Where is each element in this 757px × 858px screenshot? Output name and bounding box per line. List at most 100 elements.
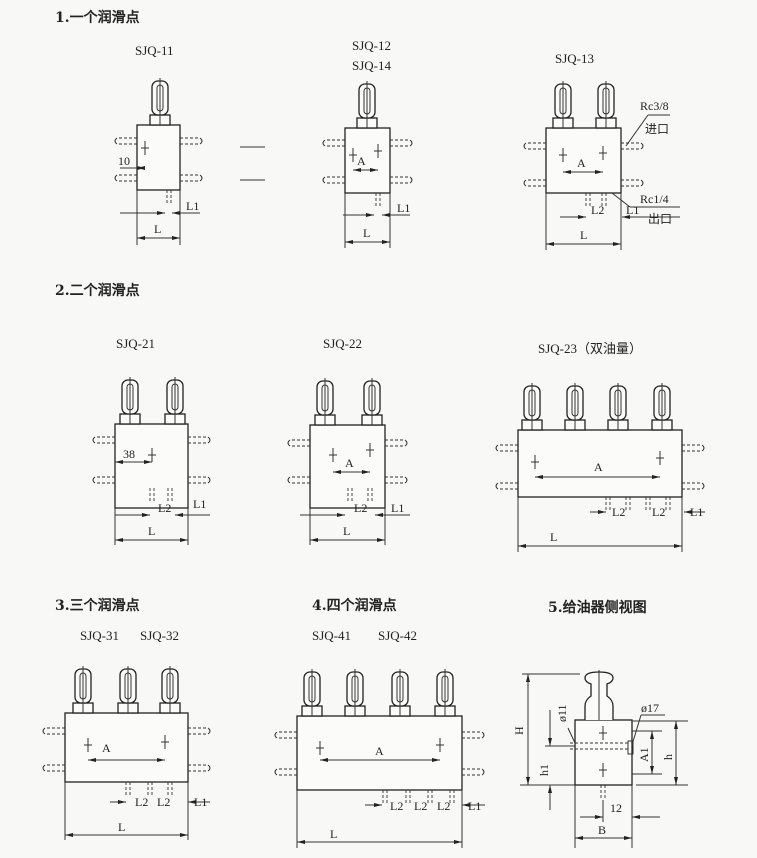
section-title-4: 4.四个润滑点 bbox=[312, 597, 397, 614]
port-end bbox=[495, 482, 499, 490]
dim-B: B bbox=[598, 823, 606, 837]
dim-L: L bbox=[148, 524, 155, 538]
arrowhead bbox=[526, 674, 530, 682]
distributor-body bbox=[545, 127, 622, 194]
arrowhead bbox=[624, 836, 632, 840]
callout-outlet-thread: Rc1/4 bbox=[640, 192, 669, 206]
model-label-sjq23: SJQ-23（双油量） bbox=[538, 341, 642, 356]
port-end bbox=[701, 444, 705, 452]
inlet-fitting bbox=[627, 740, 634, 755]
arrowhead bbox=[578, 215, 586, 219]
arrowhead bbox=[462, 803, 470, 807]
arrowhead bbox=[172, 236, 180, 240]
arrowhead bbox=[137, 236, 145, 240]
port-end bbox=[42, 727, 46, 735]
arrowhead bbox=[188, 800, 196, 804]
distributor-body bbox=[114, 423, 189, 509]
arrowhead bbox=[180, 538, 188, 542]
arrowhead bbox=[632, 815, 640, 819]
arrowhead bbox=[598, 510, 606, 514]
dim-L2: L2 bbox=[158, 501, 171, 515]
port-end bbox=[495, 444, 499, 452]
leader-line bbox=[631, 714, 642, 746]
dim-A: A bbox=[594, 460, 603, 474]
distributor-body bbox=[64, 712, 189, 783]
port-end bbox=[523, 179, 527, 187]
dim-L1: L1 bbox=[194, 795, 207, 809]
port-end bbox=[274, 731, 278, 739]
arrowhead bbox=[115, 538, 123, 542]
dim-L1: L1 bbox=[690, 505, 703, 519]
port-end bbox=[640, 142, 644, 150]
arrowhead bbox=[674, 777, 678, 785]
port-end bbox=[207, 764, 211, 772]
arrowhead bbox=[575, 836, 583, 840]
port-end bbox=[409, 139, 413, 147]
model-label-sjq12: SJQ-12 bbox=[352, 38, 391, 53]
port-end bbox=[481, 768, 485, 776]
model-label-sjq11: SJQ-11 bbox=[135, 43, 174, 58]
arrowhead bbox=[333, 470, 341, 474]
port-end bbox=[523, 142, 527, 150]
arrowhead bbox=[175, 513, 183, 517]
dim-L1: L1 bbox=[193, 497, 206, 511]
arrowhead bbox=[674, 721, 678, 729]
dim-L1: L1 bbox=[391, 501, 404, 515]
dim-12: 12 bbox=[610, 801, 622, 815]
arrowhead bbox=[374, 803, 382, 807]
arrowhead bbox=[366, 213, 374, 217]
dim-A: A bbox=[577, 156, 586, 170]
port-end bbox=[640, 179, 644, 187]
dim-h: h bbox=[661, 754, 675, 760]
distributor-body bbox=[517, 429, 683, 498]
arrowhead bbox=[535, 475, 543, 479]
dim-L2: L2 bbox=[354, 501, 367, 515]
arrowhead bbox=[118, 800, 126, 804]
arrowhead bbox=[370, 168, 378, 172]
arrowhead bbox=[172, 211, 180, 215]
arrowhead bbox=[595, 170, 603, 174]
port-end bbox=[322, 139, 326, 147]
leader-line bbox=[567, 727, 576, 744]
dim-h1: h1 bbox=[537, 764, 551, 776]
section-title-3: 3.三个润滑点 bbox=[55, 597, 140, 614]
dim-L1: L1 bbox=[397, 201, 410, 215]
port-end bbox=[287, 476, 291, 484]
arrowhead bbox=[337, 513, 345, 517]
port-end bbox=[404, 439, 408, 447]
port-end bbox=[409, 176, 413, 184]
arrowhead bbox=[548, 738, 552, 746]
arrowhead bbox=[546, 242, 554, 246]
distributor-body bbox=[344, 127, 391, 194]
section-title-5: 5.给油器侧视图 bbox=[548, 599, 647, 616]
dim-L2: L2 bbox=[591, 203, 604, 217]
section-title-1: 1.一个润滑点 bbox=[55, 9, 140, 26]
dim-L1: L1 bbox=[468, 799, 481, 813]
dim-L: L bbox=[550, 530, 557, 544]
dim-L2: L2 bbox=[414, 799, 427, 813]
model-label-sjq41: SJQ-41 bbox=[312, 628, 351, 643]
dim-L2: L2 bbox=[437, 799, 450, 813]
dim-A1: A1 bbox=[637, 747, 651, 762]
arrowhead bbox=[432, 758, 440, 762]
arrowhead bbox=[518, 544, 526, 548]
arrowhead bbox=[526, 777, 530, 785]
model-label-sjq32: SJQ-32 bbox=[140, 628, 179, 643]
distributor-body bbox=[296, 715, 463, 791]
dim-H: H bbox=[512, 726, 526, 735]
arrowhead bbox=[375, 513, 383, 517]
dim-L: L bbox=[330, 827, 337, 841]
arrowhead bbox=[674, 544, 682, 548]
port-end bbox=[114, 174, 118, 182]
dim-A: A bbox=[102, 741, 111, 755]
dim-L: L bbox=[154, 222, 161, 236]
port-end bbox=[481, 731, 485, 739]
model-label-sjq21: SJQ-21 bbox=[116, 336, 155, 351]
arrowhead bbox=[548, 785, 552, 793]
dim-L: L bbox=[118, 820, 125, 834]
arrowhead bbox=[345, 240, 353, 244]
dim-L: L bbox=[343, 524, 350, 538]
dim-d17: ø17 bbox=[641, 701, 659, 715]
arrowhead bbox=[362, 470, 370, 474]
arrowhead bbox=[650, 766, 654, 774]
